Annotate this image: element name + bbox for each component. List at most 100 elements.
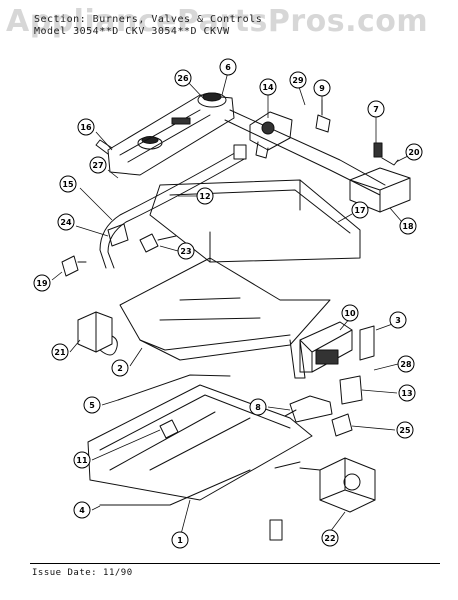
callout-circle — [174, 69, 192, 87]
bottom-tray-1 — [87, 384, 313, 501]
callout-number: 9 — [319, 84, 325, 93]
callout-circle — [59, 175, 77, 193]
callout-number: 20 — [408, 148, 420, 157]
callout-number: 14 — [262, 83, 274, 92]
callout-6: 6 — [219, 58, 237, 76]
callout-20: 20 — [405, 143, 423, 161]
callout-number: 1 — [177, 536, 183, 545]
part-21 — [77, 311, 118, 356]
callout-circle — [389, 311, 407, 329]
callout-circle — [341, 304, 359, 322]
top-burner-assembly — [95, 92, 235, 176]
callout-number: 27 — [92, 161, 103, 170]
callout-number: 26 — [177, 74, 189, 83]
callout-number: 7 — [373, 105, 379, 114]
callout-circle — [259, 78, 277, 96]
callout-circle — [89, 156, 107, 174]
callout-circle — [51, 343, 69, 361]
callout-19: 19 — [33, 274, 51, 292]
callout-number: 12 — [199, 192, 210, 201]
callout-number: 15 — [62, 180, 74, 189]
callout-number: 8 — [255, 403, 261, 412]
callout-12: 12 — [196, 187, 214, 205]
callout-16: 16 — [77, 118, 95, 136]
section-title: Section: Burners, Valves & Controls — [34, 14, 263, 25]
callout-23: 23 — [177, 242, 195, 260]
callout-circle — [396, 421, 414, 439]
callout-circle — [367, 100, 385, 118]
callout-number: 3 — [395, 316, 401, 325]
callout-number: 19 — [36, 279, 48, 288]
callout-number: 23 — [180, 247, 191, 256]
callout-circle — [219, 58, 237, 76]
callout-circle — [83, 396, 101, 414]
part-valve-14 — [249, 111, 293, 159]
issue-date: Issue Date: 11/90 — [32, 568, 133, 578]
callout-27: 27 — [89, 156, 107, 174]
model-line: Model 3054**D CKV 3054**D CKVW — [34, 26, 230, 37]
callout-25: 25 — [396, 421, 414, 439]
callout-22: 22 — [321, 529, 339, 547]
callout-number: 10 — [344, 309, 356, 318]
manifold-pipe — [99, 144, 247, 269]
part-box-18 — [349, 167, 411, 213]
callout-circle — [77, 118, 95, 136]
callout-number: 4 — [79, 506, 85, 515]
callout-4: 4 — [73, 501, 91, 519]
callout-21: 21 — [51, 343, 69, 361]
callout-number: 11 — [76, 456, 88, 465]
callout-circle — [399, 217, 417, 235]
callout-circle — [398, 384, 416, 402]
callout-number: 22 — [324, 534, 335, 543]
callout-circle — [171, 531, 189, 549]
callout-17: 17 — [351, 201, 369, 219]
callout-2: 2 — [111, 359, 129, 377]
callout-circle — [177, 242, 195, 260]
callout-8: 8 — [249, 398, 267, 416]
callout-circle — [73, 451, 91, 469]
callout-circle — [321, 529, 339, 547]
watermark: AppliancePartsPros.com — [6, 4, 429, 39]
callout-circle — [397, 355, 415, 373]
callout-26: 26 — [174, 69, 192, 87]
callout-number: 24 — [60, 218, 72, 227]
callout-number: 2 — [117, 364, 123, 373]
callout-number: 17 — [354, 206, 365, 215]
callout-15: 15 — [59, 175, 77, 193]
callout-7: 7 — [367, 100, 385, 118]
callout-circle — [57, 213, 75, 231]
callout-5: 5 — [83, 396, 101, 414]
callout-number: 13 — [401, 389, 412, 398]
callout-number: 16 — [80, 123, 92, 132]
callout-number: 6 — [225, 63, 231, 72]
callout-number: 18 — [402, 222, 414, 231]
callout-circle — [33, 274, 51, 292]
callout-28: 28 — [397, 355, 415, 373]
callout-circle — [196, 187, 214, 205]
callout-circle — [73, 501, 91, 519]
callout-circle — [249, 398, 267, 416]
callout-11: 11 — [73, 451, 91, 469]
callout-circle — [351, 201, 369, 219]
footer-rule — [30, 563, 440, 564]
callout-circle — [111, 359, 129, 377]
callout-13: 13 — [398, 384, 416, 402]
callout-9: 9 — [313, 79, 331, 97]
callout-circle — [289, 71, 307, 89]
callout-number: 21 — [54, 348, 66, 357]
callout-1: 1 — [171, 531, 189, 549]
part-valve-bank-10 — [299, 321, 353, 373]
callout-circle — [405, 143, 423, 161]
callout-29: 29 — [289, 71, 307, 89]
callout-24: 24 — [57, 213, 75, 231]
callout-number: 28 — [400, 360, 412, 369]
callout-number: 25 — [399, 426, 411, 435]
callout-3: 3 — [389, 311, 407, 329]
callout-18: 18 — [399, 217, 417, 235]
callout-number: 29 — [292, 76, 304, 85]
callout-10: 10 — [341, 304, 359, 322]
callout-14: 14 — [259, 78, 277, 96]
upper-shield-2 — [119, 257, 331, 361]
part-main-valve-22 — [269, 457, 376, 541]
